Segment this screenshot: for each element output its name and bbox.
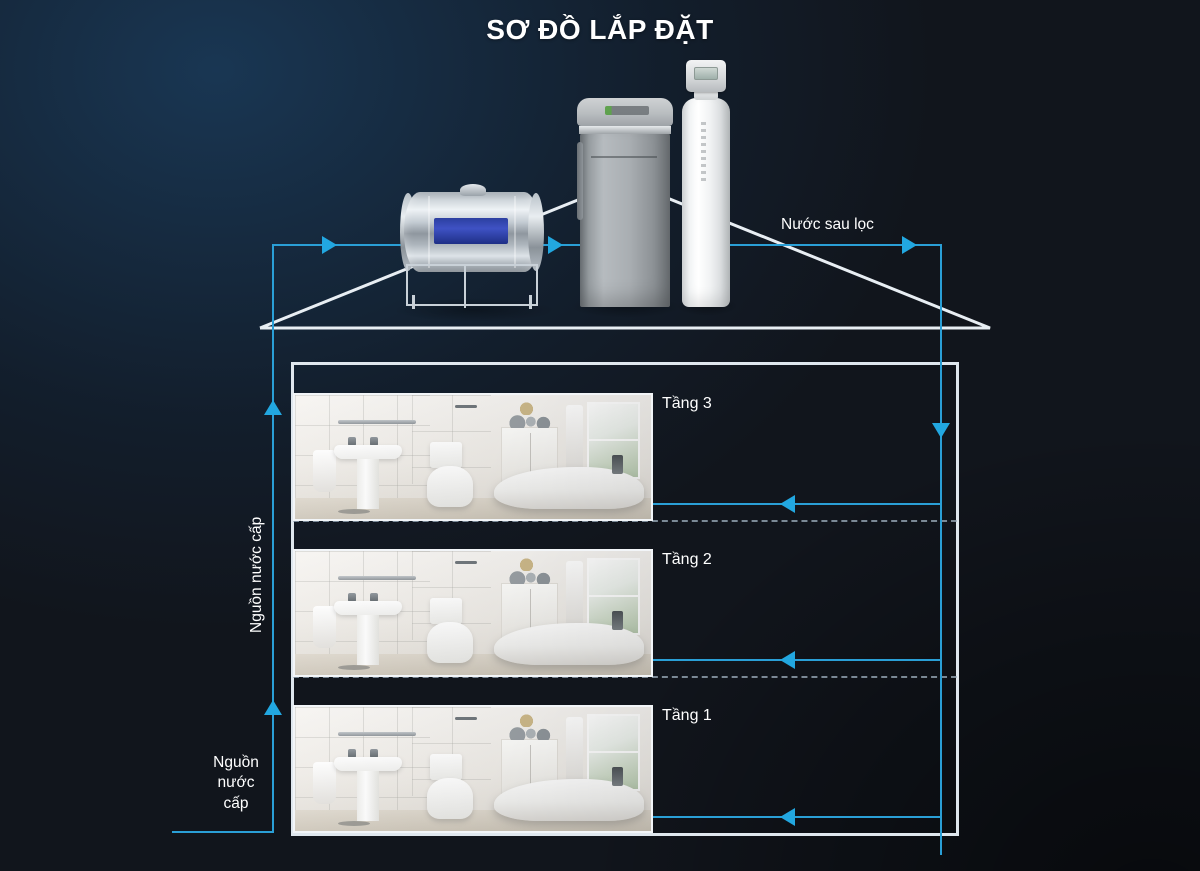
toilet-cistern — [430, 442, 463, 469]
branch-pipe-floor-1 — [650, 816, 942, 818]
tank-end-cap-right — [528, 193, 544, 271]
label-supply-vertical: Nguồn nước cấp — [248, 516, 265, 633]
water-softener — [577, 98, 673, 307]
sink-tap-right — [369, 749, 378, 758]
floor-divider-2-1 — [293, 676, 957, 678]
branch-arrow-floor-1 — [780, 808, 795, 826]
tank-hatch — [460, 184, 486, 196]
toilet-cistern — [430, 754, 463, 781]
shower-arm-icon — [455, 560, 477, 564]
shower-arm-icon — [455, 404, 477, 408]
sink-tap-right — [369, 593, 378, 602]
toilet-bowl — [426, 621, 473, 663]
bathroom-towel-right — [565, 560, 584, 626]
floor-divider-3-2 — [293, 520, 957, 522]
house-body-outline — [291, 362, 959, 836]
softener-door-seam — [591, 156, 657, 158]
bathroom-photo-floor-2 — [293, 549, 653, 677]
bathroom-mat — [337, 821, 370, 827]
floor-label-1: Tầng 1 — [662, 707, 712, 724]
floor-label-2: Tầng 2 — [662, 551, 712, 568]
filter-tank-body — [682, 98, 730, 307]
supply-arrow-up-upper — [264, 400, 282, 415]
branch-pipe-floor-2 — [650, 659, 942, 661]
toilet-bowl — [426, 777, 473, 819]
bathroom-towel-left — [312, 605, 336, 648]
bathroom-mat — [337, 665, 370, 671]
filter-tank-neck — [694, 90, 718, 100]
pipe-filter-to-riser — [712, 244, 942, 246]
floor-label-3: Tầng 3 — [662, 395, 712, 412]
bathtub-tap — [611, 454, 623, 475]
sink-tap-left — [348, 749, 357, 758]
shower-arm-icon — [455, 716, 477, 720]
sink-pedestal — [357, 459, 379, 510]
supply-pipe-bottom-horizontal — [172, 831, 274, 833]
tank-label — [434, 218, 508, 244]
bathroom-bottles — [508, 568, 552, 585]
filter-tank-label — [701, 122, 706, 182]
bathroom-shelf — [337, 419, 417, 424]
bathroom-bottles — [508, 412, 552, 429]
supply-pipe-vertical — [272, 244, 274, 832]
brand-logo-icon — [605, 106, 649, 115]
softener-body — [580, 132, 670, 307]
photo-shading — [295, 551, 651, 675]
softener-side-strip — [577, 142, 583, 220]
supply-arrow-right-to-tank — [322, 236, 337, 254]
softener-chrome-band — [579, 126, 671, 134]
bathroom-plant — [512, 711, 541, 727]
supply-arrow-up-lower — [264, 700, 282, 715]
bathroom-sink — [334, 600, 402, 616]
tank-leg-right — [529, 295, 532, 309]
label-supply-block: Nguồn nước cấp — [213, 754, 259, 812]
sink-tap-left — [348, 593, 357, 602]
supply-pipe-to-tank — [272, 244, 422, 246]
branch-arrow-floor-3 — [780, 495, 795, 513]
bathroom-shelf — [337, 575, 417, 580]
tank-support-frame — [406, 264, 538, 308]
bathroom-photo-floor-3 — [293, 393, 653, 521]
bathroom-plant — [512, 555, 541, 571]
bathtub-tap — [611, 610, 623, 631]
bathroom-mat — [337, 509, 370, 515]
bathroom-bottles — [508, 724, 552, 741]
photo-shading — [295, 395, 651, 519]
bathroom-towel-right — [565, 404, 584, 470]
sink-tap-right — [369, 437, 378, 446]
arrow-filtered-out — [902, 236, 917, 254]
bathroom-sink — [334, 444, 402, 460]
control-display-icon — [694, 67, 718, 80]
bathroom-towel-left — [312, 761, 336, 804]
arrow-tank-to-softener — [548, 236, 563, 254]
sink-pedestal — [357, 771, 379, 822]
label-filtered-water: Nước sau lọc — [781, 216, 874, 233]
photo-shading — [295, 707, 651, 831]
filter-tank — [682, 60, 730, 307]
filtered-riser-vertical — [940, 244, 942, 855]
sink-tap-left — [348, 437, 357, 446]
bathroom-towel-left — [312, 449, 336, 492]
bathtub-tap — [611, 766, 623, 787]
bathroom-towel-right — [565, 716, 584, 782]
bathroom-photo-floor-1 — [293, 705, 653, 833]
bathroom-shelf — [337, 731, 417, 736]
tank-rib-2 — [514, 196, 516, 268]
bathroom-sink — [334, 756, 402, 772]
branch-arrow-floor-2 — [780, 651, 795, 669]
sink-pedestal — [357, 615, 379, 666]
filtered-arrow-down — [932, 423, 950, 438]
water-storage-tank — [398, 184, 546, 309]
tank-leg-left — [412, 295, 415, 309]
bathroom-plant — [512, 399, 541, 415]
page-title: SƠ ĐỒ LẮP ĐẶT — [486, 14, 714, 45]
branch-pipe-floor-3 — [650, 503, 942, 505]
toilet-cistern — [430, 598, 463, 625]
toilet-bowl — [426, 465, 473, 507]
tank-rib-1 — [428, 196, 430, 268]
